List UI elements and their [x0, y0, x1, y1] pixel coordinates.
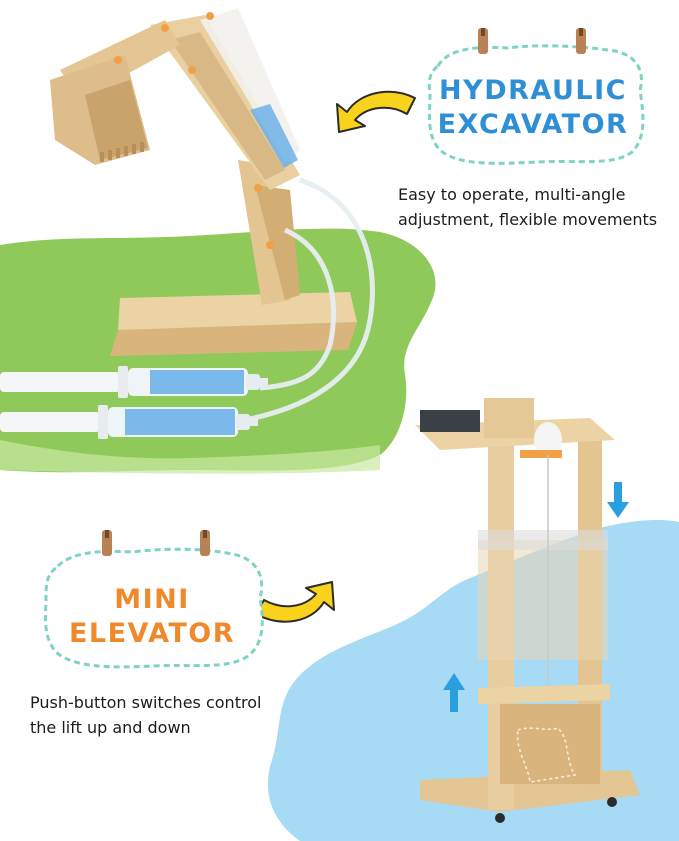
green-wave-lower — [0, 440, 380, 474]
elevator-caption-line1: Push-button switches control — [30, 693, 262, 712]
curved-arrow-icon — [255, 581, 335, 623]
syringe-top — [0, 366, 268, 398]
excavator-caption-line2: adjustment, flexible movements — [398, 210, 658, 229]
elevator-caption: Push-button switches control the lift up… — [30, 690, 261, 740]
clothespin-icon — [102, 530, 112, 556]
excavator-title-line1: HYDRAULIC — [439, 75, 627, 106]
elevator-sign: MINI ELEVATOR — [36, 530, 268, 680]
clothespin-icon — [576, 28, 586, 54]
clothespin-icon — [200, 530, 210, 556]
elevator-title-line1: MINI — [114, 584, 190, 615]
excavator-title-line2: EXCAVATOR — [437, 109, 629, 140]
curved-arrow-icon — [336, 90, 416, 133]
elevator-title-line2: ELEVATOR — [68, 618, 236, 649]
up-arrow-icon — [443, 673, 465, 712]
syringe-bottom — [0, 405, 258, 439]
down-arrow-icon — [607, 482, 629, 518]
clothespin-icon — [478, 28, 488, 54]
excavator-caption: Easy to operate, multi-angle adjustment,… — [398, 182, 657, 232]
excavator-caption-line1: Easy to operate, multi-angle — [398, 185, 626, 204]
elevator-caption-line2: the lift up and down — [30, 718, 191, 737]
sign-frame — [427, 28, 645, 165]
excavator-sign: HYDRAULIC EXCAVATOR — [418, 28, 648, 178]
sign-frame — [43, 530, 264, 669]
